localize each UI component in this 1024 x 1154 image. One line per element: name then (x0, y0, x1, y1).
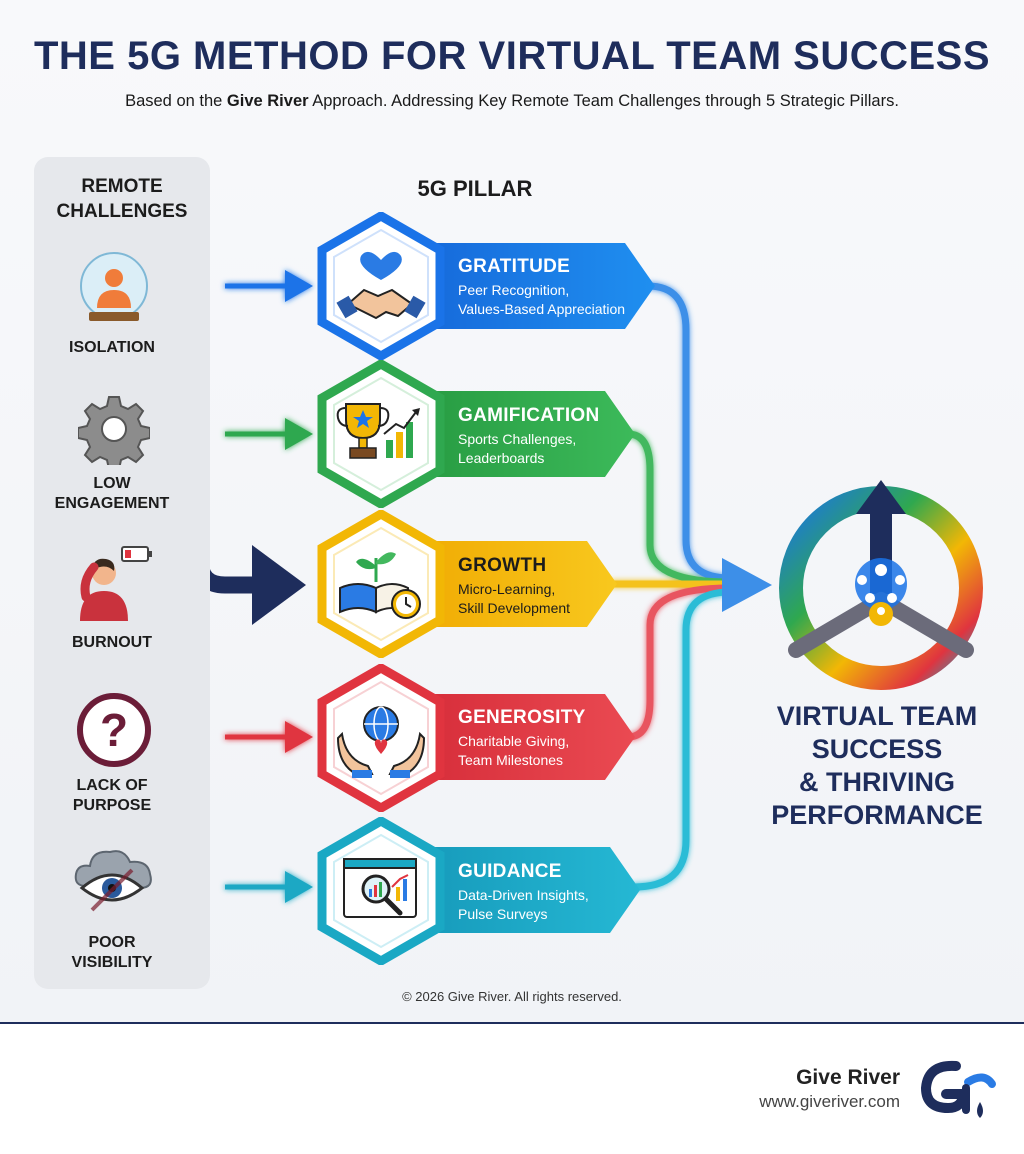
infographic: THE 5G METHOD FOR VIRTUAL TEAM SUCCESS B… (0, 0, 1024, 1024)
challenges-title: REMOTE CHALLENGES (34, 174, 210, 224)
subtitle-post: Approach. Addressing Key Remote Team Cha… (308, 92, 899, 110)
challenge-visibility-line1: POOR (88, 934, 136, 951)
gratitude-desc-line1: Peer Recognition, (458, 282, 570, 298)
result-line3: & THRIVING (798, 767, 955, 797)
question-mark-icon: ? (77, 693, 151, 767)
generosity-desc-line1: Charitable Giving, (458, 733, 570, 749)
challenge-purpose-line1: LACK OF (76, 777, 148, 794)
guidance-desc-line2: Pulse Surveys (458, 906, 548, 922)
gratitude-desc-line2: Values-Based Appreciation (458, 301, 626, 317)
result-text: VIRTUAL TEAM SUCCESS & THRIVING PERFORMA… (762, 700, 992, 832)
growth-desc-line1: Micro-Learning, (458, 581, 556, 597)
give-river-logo-icon (920, 1060, 996, 1118)
pillar-name-growth: GROWTH (458, 555, 547, 576)
main-arrow-head (252, 545, 306, 625)
result-line2: SUCCESS (811, 734, 943, 764)
subtitle-brand: Give River (226, 92, 309, 110)
analytics-magnifier-icon (317, 817, 445, 965)
gear-icon (78, 396, 150, 465)
converge-arrow-head (722, 558, 772, 612)
page-subtitle: Based on the Give River Approach. Addres… (0, 92, 1024, 111)
stressed-person-low-battery-icon (80, 546, 152, 621)
heart-handshake-icon (317, 212, 445, 360)
svg-text:?: ? (100, 704, 128, 756)
challenge-label-lack-of-purpose: LACK OF PURPOSE (24, 776, 200, 816)
brand-url: www.giveriver.com (759, 1092, 900, 1111)
result-line4: PERFORMANCE (771, 800, 983, 830)
hands-globe-icon (317, 664, 445, 812)
copyright-text: © 2026 Give River. All rights reserved. (402, 989, 622, 1004)
gamification-desc-line1: Sports Challenges, (458, 431, 577, 447)
brand-name: Give River (796, 1066, 900, 1089)
result-line1: VIRTUAL TEAM (776, 701, 978, 731)
challenge-burnout-line1: BURNOUT (72, 634, 152, 651)
challenges-title-line2: CHALLENGES (56, 201, 188, 222)
pillar-name-gratitude: GRATITUDE (458, 256, 571, 277)
book-plant-clock-icon (317, 510, 445, 658)
challenge-visibility-line2: VISIBILITY (71, 954, 153, 971)
pillar-desc-gamification: Sports Challenges, Leaderboards (458, 430, 658, 468)
cloud-eye-icon (74, 850, 152, 912)
pillar-name-generosity: GENEROSITY (458, 707, 586, 728)
pillar-heading: 5G PILLAR (417, 176, 533, 201)
pillar-desc-generosity: Charitable Giving, Team Milestones (458, 732, 658, 770)
pillar-name-gamification: GAMIFICATION (458, 405, 600, 426)
pillar-desc-gratitude: Peer Recognition, Values-Based Appreciati… (458, 281, 658, 319)
challenge-low-engagement-line2: ENGAGEMENT (54, 495, 170, 512)
page-title: THE 5G METHOD FOR VIRTUAL TEAM SUCCESS (33, 34, 991, 78)
challenge-label-poor-visibility: POOR VISIBILITY (24, 933, 200, 973)
gamification-desc-line2: Leaderboards (458, 450, 545, 466)
person-in-bubble-icon (80, 252, 148, 321)
pillar-desc-guidance: Data-Driven Insights, Pulse Surveys (458, 886, 658, 924)
generosity-desc-line2: Team Milestones (458, 752, 564, 768)
guidance-desc-line1: Data-Driven Insights, (458, 887, 589, 903)
challenge-label-low-engagement: LOW ENGAGEMENT (24, 474, 200, 514)
team-growth-circle-icon (779, 480, 983, 690)
challenge-isolation-line1: ISOLATION (69, 339, 155, 356)
growth-desc-line2: Skill Development (458, 600, 571, 616)
pillar-desc-growth: Micro-Learning, Skill Development (458, 580, 658, 618)
challenge-label-isolation: ISOLATION (24, 338, 200, 358)
challenge-purpose-line2: PURPOSE (72, 797, 152, 814)
challenge-label-burnout: BURNOUT (24, 633, 200, 653)
challenges-title-line1: REMOTE (81, 176, 163, 197)
footer-divider (0, 1022, 1024, 1024)
challenge-low-engagement-line1: LOW (93, 475, 131, 492)
trophy-chart-icon (317, 360, 445, 508)
pillar-name-guidance: GUIDANCE (458, 861, 562, 882)
subtitle-pre: Based on the (125, 92, 227, 110)
